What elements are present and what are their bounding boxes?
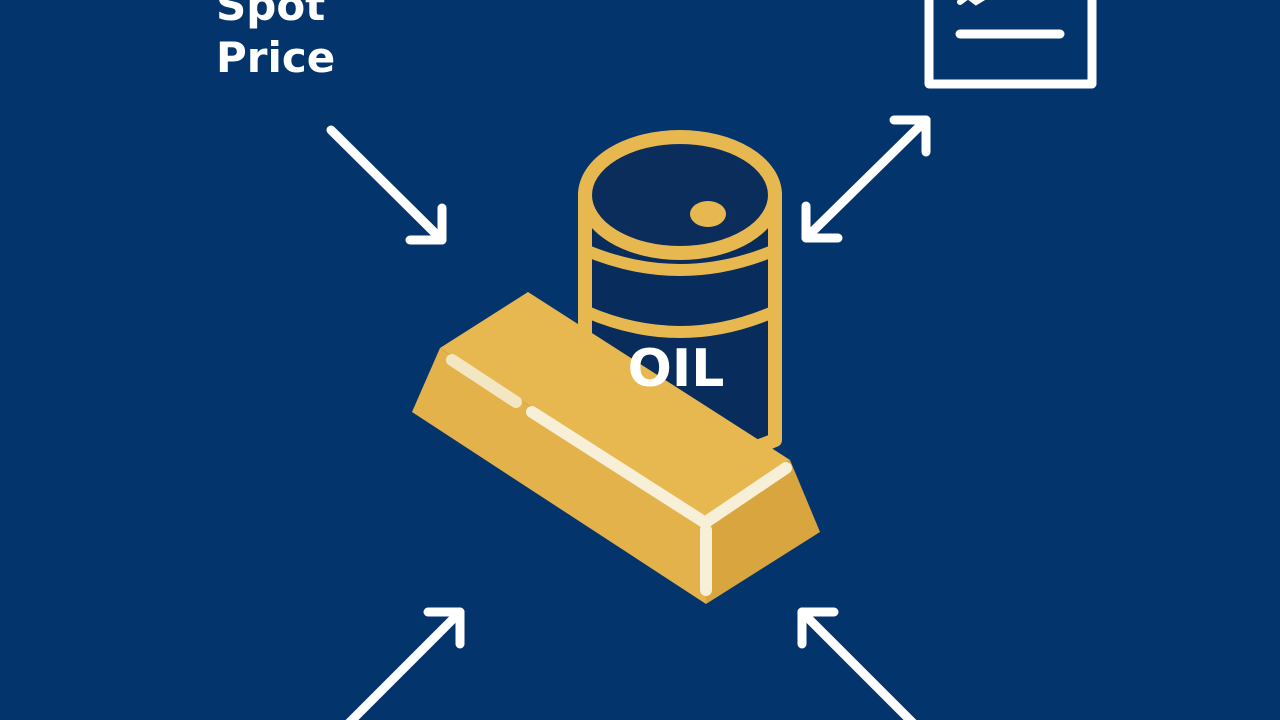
spot-price-label-line2: Price: [216, 33, 336, 82]
document-chart-icon: [924, 0, 1097, 89]
oil-barrel-icon: [578, 130, 782, 467]
barrel-oil-label: OIL: [628, 339, 725, 399]
arrow-up-left-icon: [797, 607, 917, 720]
spot-price-label: Spot Price: [216, 0, 335, 84]
spot-price-label-line1: Spot: [216, 0, 326, 30]
double-arrow-icon: [801, 115, 931, 243]
gold-bar-icon: [412, 292, 820, 604]
arrow-down-right-icon: [326, 125, 447, 245]
arrow-up-right-icon: [345, 607, 465, 720]
